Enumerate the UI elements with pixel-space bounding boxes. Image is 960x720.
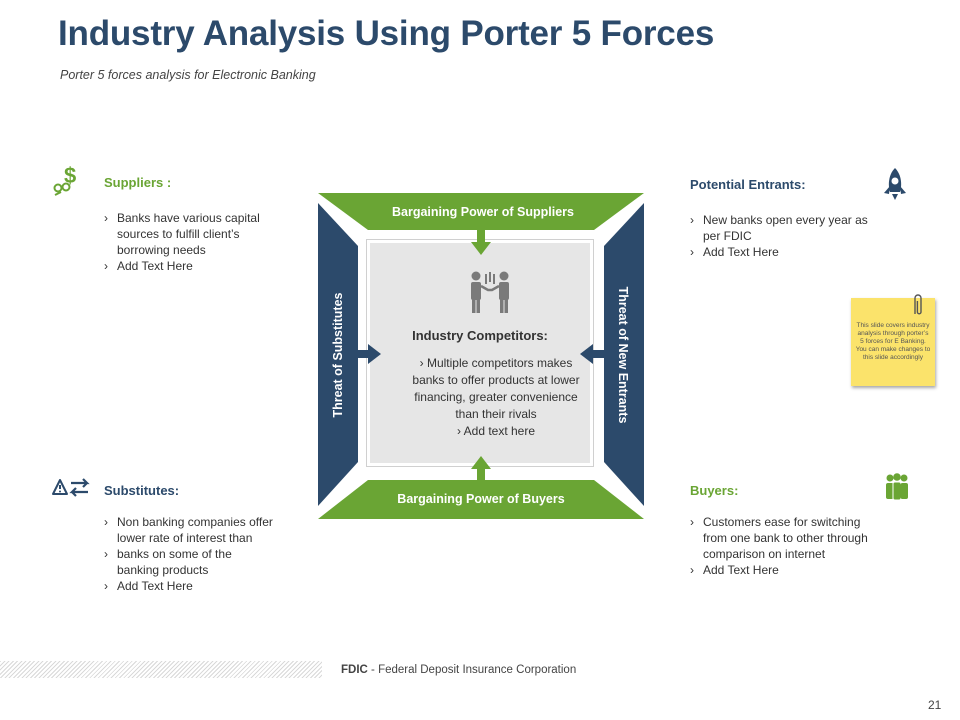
svg-text:$: $ [64, 163, 76, 188]
right-band-label: Threat of New Entrants [616, 286, 630, 424]
left-band-label: Threat of Substitutes [331, 292, 345, 418]
up-arrow-icon [471, 456, 491, 484]
handshake-people-icon [468, 268, 512, 314]
right-arrow-icon [354, 344, 382, 364]
people-group-icon [882, 472, 912, 502]
footer-text: - Federal Deposit Insurance Corporation [367, 664, 577, 676]
footer-decoration [0, 661, 322, 678]
page-title: Industry Analysis Using Porter 5 Forces [58, 14, 715, 53]
suppliers-list: Banks have various capital sources to fu… [104, 210, 282, 274]
down-arrow-icon [471, 228, 491, 256]
list-item: Add Text Here [690, 562, 882, 578]
list-item: › Multiple competitors makes [419, 356, 573, 370]
page-subtitle: Porter 5 forces analysis for Electronic … [60, 68, 316, 82]
threat-of-substitutes-band [318, 203, 358, 506]
list-item: than their rivals [455, 407, 537, 421]
industry-competitors-title: Industry Competitors: [412, 328, 548, 343]
list-item: Banks have various capital sources to fu… [104, 210, 282, 258]
list-item: Add Text Here [104, 578, 276, 594]
footer-abbr: FDIC [341, 664, 368, 676]
buyers-list: Customers ease for switching from one ba… [690, 514, 882, 578]
substitutes-list: Non banking companies offer lower rate o… [104, 514, 276, 594]
money-connection-icon: $ [52, 163, 98, 197]
footer-note: FDIC - Federal Deposit Insurance Corpora… [341, 664, 576, 676]
suppliers-heading: Suppliers : [104, 175, 172, 190]
list-item: Add Text Here [690, 244, 875, 260]
paperclip-icon [912, 292, 924, 320]
buyers-heading: Buyers: [690, 483, 739, 498]
list-item: financing, greater convenience [414, 390, 578, 404]
list-item: Customers ease for switching from one ba… [690, 514, 882, 562]
list-item: banks on some of the banking products [104, 546, 276, 578]
bargaining-power-suppliers-band [318, 193, 644, 230]
list-item: Add Text Here [104, 258, 282, 274]
bottom-band-label: Bargaining Power of Buyers [397, 492, 565, 506]
industry-competitors-list: › Multiple competitors makes banks to of… [397, 355, 595, 440]
potential-entrants-heading: Potential Entrants: [690, 177, 806, 192]
list-item: › Add text here [456, 424, 536, 438]
rocket-icon [880, 166, 910, 202]
list-item: New banks open every year as per FDIC [690, 212, 875, 244]
list-item: banks to offer products at lower [412, 373, 580, 387]
list-item: Non banking companies offer lower rate o… [104, 514, 276, 546]
top-band-label: Bargaining Power of Suppliers [392, 205, 574, 219]
left-arrow-icon [580, 344, 608, 364]
porter-diagram [318, 190, 644, 520]
swap-arrows-warning-icon [50, 474, 94, 500]
potential-entrants-list: New banks open every year as per FDIC Ad… [690, 212, 875, 260]
substitutes-heading: Substitutes: [104, 483, 180, 498]
page-number: 21 [928, 698, 942, 712]
threat-of-new-entrants-band [604, 203, 644, 506]
bargaining-power-buyers-band [318, 480, 644, 519]
